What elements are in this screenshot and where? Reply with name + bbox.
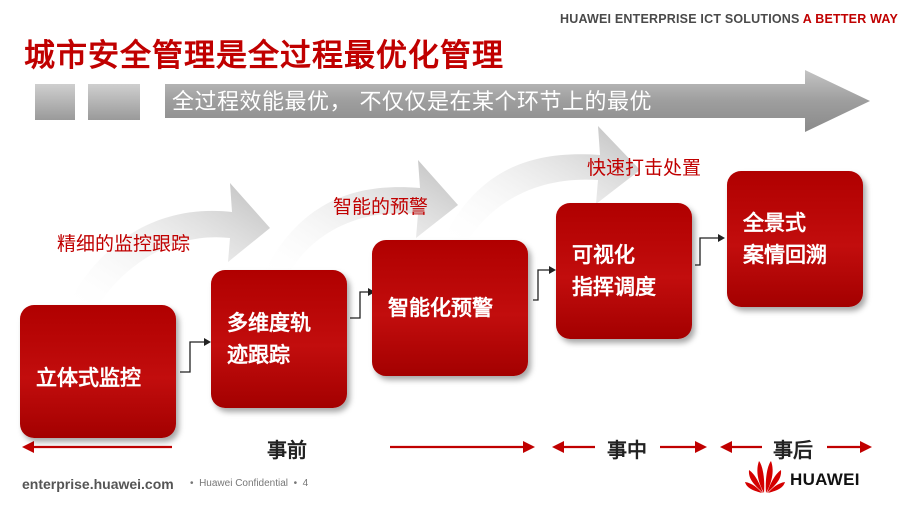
brand-main: HUAWEI ENTERPRISE ICT SOLUTIONS (560, 12, 800, 26)
step-card-4: 可视化 指挥调度 (556, 203, 692, 339)
footer-page-number: 4 (302, 478, 309, 489)
connector-1 (180, 341, 204, 373)
phase-arrows (22, 441, 872, 453)
step-card-1: 立体式监控 (20, 305, 176, 438)
curve-arrow-2 (265, 160, 458, 280)
step-card-2: 多维度轨 迹跟踪 (211, 270, 347, 408)
step-4-line-1: 可视化 (572, 243, 635, 267)
flow-label-monitoring: 精细的监控跟踪 (57, 233, 191, 255)
connector-arrows (180, 237, 718, 373)
step-card-3: 智能化预警 (372, 240, 528, 376)
header-brand: HUAWEI ENTERPRISE ICT SOLUTIONS A BETTER… (560, 12, 898, 26)
step-5-line-1: 全景式 (743, 211, 806, 235)
curve-arrow-3 (445, 126, 640, 245)
connector-3 (533, 269, 549, 301)
page-title: 城市安全管理是全过程最优化管理 (24, 38, 504, 74)
connector-4 (695, 237, 718, 266)
brand-accent: A BETTER WAY (802, 12, 899, 26)
banner-arrow (165, 70, 870, 132)
footer-confidential: • Huawei Confidential • 4 (190, 478, 309, 489)
banner-text: 全过程效能最优， 不仅仅是在某个环节上的最优 (172, 90, 652, 115)
decor-box-2 (88, 84, 140, 120)
flow-label-response: 快速打击处置 (587, 157, 702, 179)
step-card-5: 全景式 案情回溯 (727, 171, 863, 307)
step-2-line-1: 多维度轨 (227, 311, 311, 335)
curve-arrow-1 (70, 183, 270, 310)
phase-after: 事后 (773, 438, 813, 462)
huawei-logo-text: HUAWEI (790, 470, 860, 489)
phase-during: 事中 (607, 438, 647, 462)
phase-before: 事前 (267, 438, 307, 462)
step-2-line-2: 迹跟踪 (227, 343, 290, 367)
flow-label-warning: 智能的预警 (333, 196, 429, 218)
step-1-line-1: 立体式监控 (36, 365, 141, 390)
step-3-line-1: 智能化预警 (388, 296, 493, 320)
connector-2 (350, 291, 368, 319)
footer-confidential-text: Huawei Confidential (199, 478, 289, 489)
step-4-line-2: 指挥调度 (572, 275, 656, 299)
decor-box-1 (35, 84, 75, 120)
huawei-logo-icon (745, 461, 785, 493)
step-5-line-2: 案情回溯 (743, 243, 827, 267)
footer-site: enterprise.huawei.com (22, 476, 174, 492)
